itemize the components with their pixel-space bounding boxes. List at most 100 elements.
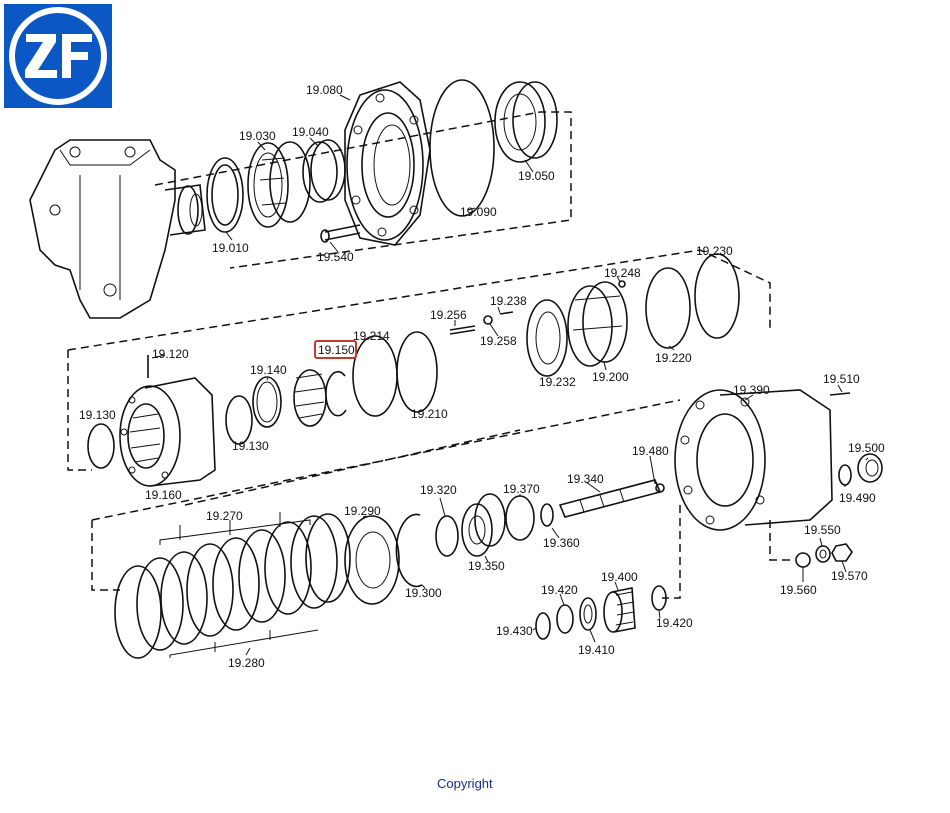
part-19130-ring-right [225, 395, 253, 445]
label-19570[interactable]: 19.570 [831, 569, 868, 583]
part-19210-ring [396, 331, 438, 413]
label-19080[interactable]: 19.080 [306, 83, 343, 97]
part-19232-plate [526, 299, 568, 377]
label-19200[interactable]: 19.200 [592, 370, 629, 384]
label-19160[interactable]: 19.160 [145, 488, 182, 502]
label-19150[interactable]: 19.150 [318, 343, 355, 357]
part-19430-ring [535, 612, 551, 640]
label-19040[interactable]: 19.040 [292, 125, 329, 139]
part-19200-piston [567, 281, 628, 367]
label-19140[interactable]: 19.140 [250, 363, 287, 377]
label-19214[interactable]: 19.214 [353, 329, 390, 343]
label-19550[interactable]: 19.550 [804, 523, 841, 537]
part-19490-washer [838, 464, 852, 486]
part-19050-bearing [494, 81, 558, 163]
part-19258-nut [483, 315, 493, 325]
part-19214-ring [352, 335, 398, 417]
label-19232[interactable]: 19.232 [539, 375, 576, 389]
label-19340[interactable]: 19.340 [567, 472, 604, 486]
label-19130-left[interactable]: 19.130 [79, 408, 116, 422]
assembly-line-right [662, 505, 681, 599]
copyright-link[interactable]: Copyright [437, 776, 493, 791]
label-19360[interactable]: 19.360 [543, 536, 580, 550]
part-19230-ring [694, 253, 740, 339]
part-19150-circlip [325, 370, 347, 417]
part-19320-ring [435, 515, 459, 557]
assembly-line-bolts [769, 520, 795, 561]
leader-lines [151, 94, 869, 656]
zf-logo [4, 4, 112, 108]
axle-housing [29, 139, 206, 319]
part-19410-bearing [579, 597, 597, 631]
part-19370-circlip [505, 495, 535, 541]
part-19300-circlip [395, 513, 423, 588]
highlight-19150 [314, 340, 357, 359]
label-19220[interactable]: 19.220 [655, 351, 692, 365]
part-19510-bolt [829, 392, 851, 396]
assembly-line-left [67, 350, 92, 471]
part-19360-ring [540, 503, 554, 527]
label-19370[interactable]: 19.370 [503, 482, 540, 496]
label-19420-left[interactable]: 19.420 [541, 583, 578, 597]
disc-pack [114, 512, 351, 659]
part-19256-bolt [449, 325, 476, 335]
part-19010-seal [206, 157, 244, 233]
label-19120[interactable]: 19.120 [152, 347, 189, 361]
label-19256[interactable]: 19.256 [430, 308, 467, 322]
part-19080-hub [344, 81, 431, 246]
part-19220-ring [645, 267, 691, 349]
assembly-line-lower [91, 399, 681, 591]
label-19090[interactable]: 19.090 [460, 205, 497, 219]
label-19258[interactable]: 19.258 [480, 334, 517, 348]
part-19500-plug [857, 453, 883, 483]
label-19410[interactable]: 19.410 [578, 643, 615, 657]
part-19290-plate [344, 515, 400, 605]
label-19430[interactable]: 19.430 [496, 624, 533, 638]
label-19500[interactable]: 19.500 [848, 441, 885, 455]
part-19130-ring-left [87, 423, 115, 469]
label-19300[interactable]: 19.300 [405, 586, 442, 600]
assembly-line-top [154, 111, 572, 269]
part-19140-washer [252, 376, 282, 428]
label-19270[interactable]: 19.270 [206, 509, 243, 523]
part-19340-shaft [558, 479, 662, 518]
part-19570-cap [831, 543, 853, 562]
label-19540[interactable]: 19.540 [317, 250, 354, 264]
label-19400[interactable]: 19.400 [601, 570, 638, 584]
part-labels: 19.080 19.030 19.040 19.050 19.090 19.01… [79, 83, 885, 670]
part-19420-ring-left [556, 604, 574, 634]
part-19350-gear [461, 493, 506, 557]
zf-logo-mark [9, 7, 107, 105]
part-19160-carrier [119, 377, 216, 487]
part-19248-plug [618, 280, 626, 288]
part-19550-nut [815, 545, 831, 563]
label-19350[interactable]: 19.350 [468, 559, 505, 573]
label-19320[interactable]: 19.320 [420, 483, 457, 497]
part-spline-ring [293, 369, 327, 427]
label-19490[interactable]: 19.490 [839, 491, 876, 505]
label-19480[interactable]: 19.480 [632, 444, 669, 458]
label-19560[interactable]: 19.560 [780, 583, 817, 597]
label-19230[interactable]: 19.230 [696, 244, 733, 258]
label-19130-right[interactable]: 19.130 [232, 439, 269, 453]
part-19090-oring [429, 79, 495, 217]
assembly-line-middle [67, 249, 771, 351]
label-19248[interactable]: 19.248 [604, 266, 641, 280]
label-19210[interactable]: 19.210 [411, 407, 448, 421]
label-19010[interactable]: 19.010 [212, 241, 249, 255]
label-19238[interactable]: 19.238 [490, 294, 527, 308]
label-19510[interactable]: 19.510 [823, 372, 860, 386]
label-19050[interactable]: 19.050 [518, 169, 555, 183]
part-19030-bearing [247, 141, 311, 228]
label-19030[interactable]: 19.030 [239, 129, 276, 143]
label-19280[interactable]: 19.280 [228, 656, 265, 670]
label-19420-right[interactable]: 19.420 [656, 616, 693, 630]
part-19540-stud [320, 224, 361, 243]
label-19290[interactable]: 19.290 [344, 504, 381, 518]
part-19390-housing [674, 389, 833, 531]
part-19560-washer [795, 552, 811, 568]
part-19238-screw [499, 311, 514, 315]
part-19400-gear [603, 587, 636, 633]
label-19390[interactable]: 19.390 [733, 383, 770, 397]
